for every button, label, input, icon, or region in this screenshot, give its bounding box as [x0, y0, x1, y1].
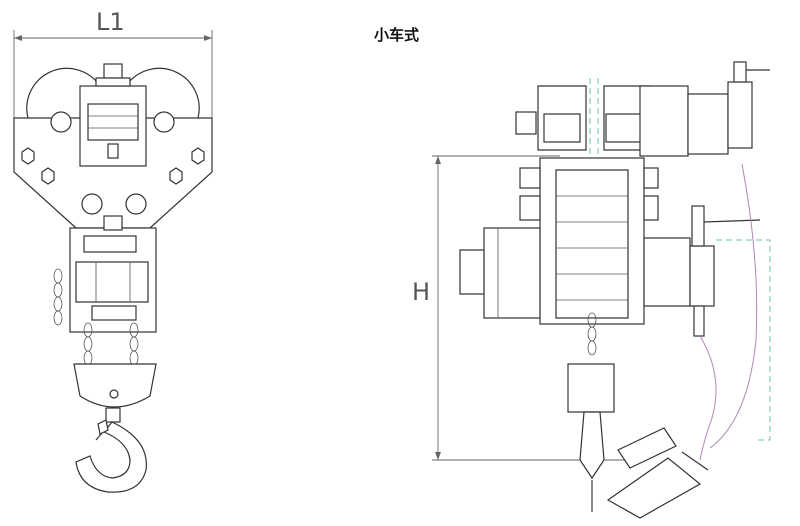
side-view: H [412, 61, 771, 519]
width-dimension: L1 [13, 8, 213, 120]
diagram-title: 小车式 [374, 26, 420, 44]
front-view: L1 [13, 8, 213, 493]
height-dimension: H [412, 155, 640, 461]
height-label: H [412, 278, 430, 306]
width-label: L1 [96, 8, 125, 36]
